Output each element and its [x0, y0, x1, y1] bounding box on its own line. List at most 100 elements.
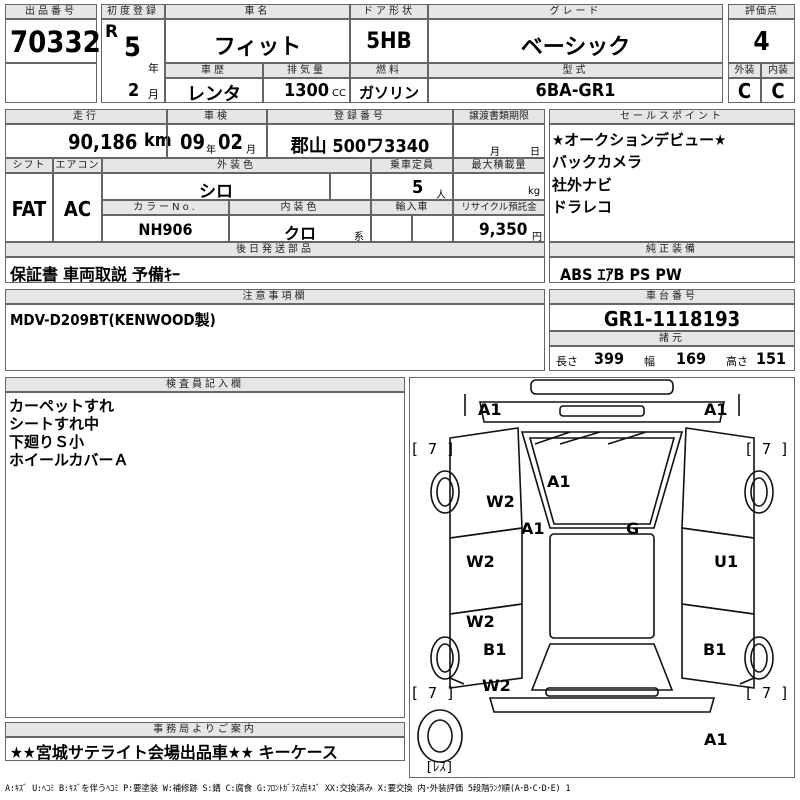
later-parts-label: 後日発送部品 — [5, 242, 545, 257]
lot-blank-cell — [5, 63, 97, 103]
damage-mark: B1 — [483, 640, 507, 659]
condition-diagram: A1 A1 A1 A1 G W2 W2 W2 U1 B1 B1 W2 A1 [ … — [409, 377, 795, 778]
damage-mark: A1 — [704, 730, 728, 749]
max-load-cell: kg — [453, 173, 545, 200]
notes-box: MDV-D209BT(KENWOOD製) — [5, 304, 545, 371]
model-cell: 6BA-GR1 — [428, 78, 723, 103]
office-text: ★★宮城サテライト会場出品車★★ キーケース — [10, 743, 338, 762]
inspection-year-unit: 年 — [206, 145, 216, 156]
model: 6BA-GR1 — [535, 80, 616, 101]
interior-color-cell: クロ 系 — [229, 215, 371, 243]
import-cell-b — [412, 215, 453, 242]
width: 169 — [676, 349, 707, 368]
displacement-cell: 1300 CC — [263, 78, 350, 103]
capacity-label: 乗車定員 — [371, 158, 453, 173]
grade-cell: ベーシック — [428, 19, 723, 63]
score: 4 — [753, 27, 770, 57]
max-load-label: 最大積載量 — [453, 158, 545, 173]
import-label: 輸入車 — [371, 200, 453, 215]
history-label: 車歴 — [165, 63, 263, 78]
damage-mark: A1 — [547, 472, 571, 491]
inspection-cell: 09 年 02 月 — [167, 124, 267, 158]
era: R — [105, 22, 119, 42]
transfer-deadline-cell: 月 日 — [453, 124, 545, 158]
interior-color-unit: 系 — [354, 232, 364, 243]
car-name-label: 車名 — [165, 4, 350, 19]
color-cell: シロ — [102, 173, 330, 202]
capacity: 5 — [412, 177, 424, 198]
damage-mark: U1 — [714, 552, 739, 571]
first-reg-cell: R 5 年 2 月 — [101, 19, 165, 103]
interior-color: クロ — [284, 224, 317, 243]
history: レンタ — [187, 84, 241, 105]
ac-cell: AC — [53, 173, 102, 242]
spec-cell: 長さ 399 幅 169 高さ 151 — [549, 346, 795, 371]
score-label: 評価点 — [728, 4, 795, 19]
inspection-month: 02 — [218, 130, 244, 154]
inspector-line: ホイールカバーＡ — [9, 451, 129, 469]
inspector-line: シートすれ中 — [9, 415, 100, 433]
tire-tread-mark: [ 7 ] — [410, 684, 456, 702]
damage-mark: G — [626, 519, 640, 538]
inspector-line: 下廻りＳ小 — [9, 433, 85, 451]
recycle-unit: 円 — [532, 232, 542, 243]
lot-number-cell: 70332 — [5, 19, 101, 63]
lot-number: 70332 — [10, 25, 101, 59]
chassis-number: GR1-1118193 — [603, 307, 741, 331]
sales-points-label: セールスポイント — [549, 109, 795, 124]
month-unit: 月 — [148, 88, 159, 101]
recycle-fee: 9,350 — [479, 220, 528, 240]
displacement-unit: CC — [332, 88, 346, 99]
damage-mark: W2 — [486, 492, 515, 511]
lot-number-label: 出品番号 — [5, 4, 97, 19]
exterior-cell: C — [728, 78, 761, 103]
inspection-label: 車検 — [167, 109, 267, 124]
fuel-cell: ガソリン — [350, 78, 428, 103]
color-no-cell: NH906 — [102, 215, 229, 242]
damage-mark: W2 — [482, 676, 511, 695]
capacity-cell: 5 人 — [371, 173, 453, 201]
spec-label: 諸元 — [549, 331, 795, 346]
exterior-score: C — [737, 79, 752, 103]
chassis-label: 車台番号 — [549, 289, 795, 304]
notes-text: MDV-D209BT(KENWOOD製) — [10, 311, 216, 329]
tire-tread-mark: [ 7 ] — [744, 440, 790, 458]
office-box: ★★宮城サテライト会場出品車★★ キーケース — [5, 737, 405, 762]
car-name: フィット — [213, 35, 302, 60]
shift-label: シフト — [5, 158, 53, 173]
sales-point-item: ドラレコ — [552, 198, 613, 216]
capacity-unit: 人 — [436, 190, 446, 201]
factory-equipment-label: 純正装備 — [549, 242, 795, 257]
inspection-year: 09 — [180, 130, 206, 154]
damage-mark: A1 — [478, 400, 502, 419]
legend-footer: A:ｷｽﾞ U:ﾍｺﾐ B:ｷｽﾞを伴うﾍｺﾐ P:要塗装 W:補修跡 S:錆 … — [5, 784, 571, 794]
spare-tire-mark: [ﾚｽ] — [425, 760, 454, 775]
tire-tread-mark: [ 7 ] — [410, 440, 456, 458]
plate-cell: 郡山 500ワ3340 — [267, 124, 453, 158]
interior-score: C — [771, 79, 785, 103]
plate-label: 登録番号 — [267, 109, 453, 124]
sales-point-item: 社外ナビ — [552, 176, 613, 194]
plate-number: 郡山 500ワ3340 — [290, 136, 430, 157]
transfer-day-unit: 日 — [530, 147, 540, 158]
interior-color-label: 内装色 — [229, 200, 371, 215]
width-label: 幅 — [644, 355, 655, 368]
ac-label: エアコン — [53, 158, 102, 173]
recycle-cell: 9,350 円 — [453, 215, 545, 243]
history-cell: レンタ — [165, 78, 263, 105]
tire-tread-mark: [ 7 ] — [744, 684, 790, 702]
fuel: ガソリン — [358, 84, 419, 102]
color-blank-cell — [330, 173, 371, 200]
grade-label: グレード — [428, 4, 723, 19]
interior-label: 内装 — [761, 63, 795, 78]
chassis-cell: GR1-1118193 — [549, 304, 795, 331]
mileage-unit: km — [144, 130, 172, 151]
later-parts: 保証書 車両取説 予備ｷｰ — [10, 265, 181, 284]
later-parts-box: 保証書 車両取説 予備ｷｰ — [5, 257, 545, 284]
height: 151 — [756, 349, 787, 368]
door-cell: 5HB — [350, 19, 428, 63]
damage-mark: A1 — [704, 400, 728, 419]
inspector-box: カーペットすれ シートすれ中 下廻りＳ小 ホイールカバーＡ — [5, 392, 405, 718]
ac: AC — [63, 197, 92, 221]
displacement-label: 排気量 — [263, 63, 350, 78]
